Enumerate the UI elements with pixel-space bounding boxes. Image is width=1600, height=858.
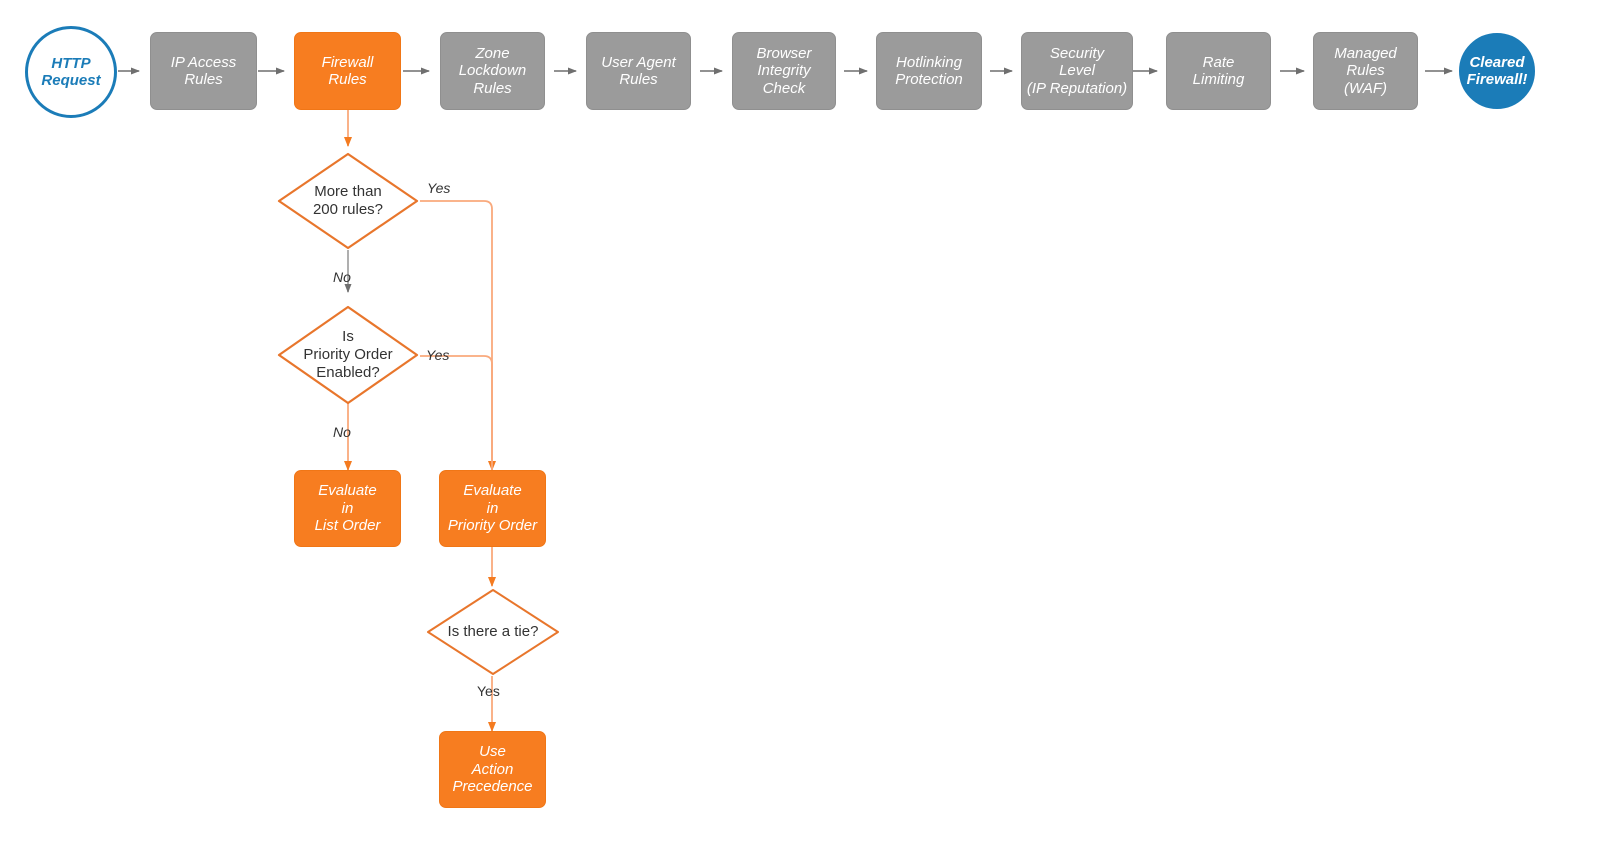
decision-label: Is there a tie? xyxy=(447,623,539,641)
decision-more-than-200-rules[interactable]: More than 200 rules? xyxy=(277,152,419,250)
node-label: Hotlinking Protection xyxy=(895,53,963,88)
node-rate-limiting[interactable]: Rate Limiting xyxy=(1166,32,1271,110)
edge-label-more-than-200-yes: Yes xyxy=(427,180,451,196)
node-hotlinking-protection[interactable]: Hotlinking Protection xyxy=(876,32,982,110)
node-browser-integrity-check[interactable]: Browser Integrity Check xyxy=(732,32,836,110)
node-evaluate-in-list-order[interactable]: Evaluate in List Order xyxy=(294,470,401,547)
edge-label-priority-order-no: No xyxy=(333,424,351,440)
node-user-agent-rules[interactable]: User Agent Rules xyxy=(586,32,691,110)
node-security-level[interactable]: Security Level (IP Reputation) xyxy=(1021,32,1133,110)
node-cleared-firewall[interactable]: Cleared Firewall! xyxy=(1459,33,1535,109)
node-firewall-rules[interactable]: Firewall Rules xyxy=(294,32,401,110)
diamond-shape xyxy=(277,152,419,250)
edge-label-more-than-200-no: No xyxy=(333,269,351,285)
decision-label: More than 200 rules? xyxy=(312,183,384,218)
node-evaluate-in-priority-order[interactable]: Evaluate in Priority Order xyxy=(439,470,546,547)
node-ip-access-rules[interactable]: IP Access Rules xyxy=(150,32,257,110)
node-label: IP Access Rules xyxy=(170,53,237,88)
node-zone-lockdown-rules[interactable]: Zone Lockdown Rules xyxy=(440,32,545,110)
node-label: Evaluate in List Order xyxy=(314,482,381,535)
decision-is-there-a-tie[interactable]: Is there a tie? xyxy=(426,588,560,676)
node-label: Firewall Rules xyxy=(321,53,374,88)
decision-is-priority-order-enabled[interactable]: Is Priority Order Enabled? xyxy=(277,305,419,405)
diamond-shape xyxy=(277,305,419,405)
node-label: Use Action Precedence xyxy=(452,743,533,796)
node-label: Cleared Firewall! xyxy=(1466,53,1528,88)
node-label: HTTP Request xyxy=(41,54,101,89)
node-managed-rules-waf[interactable]: Managed Rules (WAF) xyxy=(1313,32,1418,110)
decision-label: Is Priority Order Enabled? xyxy=(303,328,393,381)
node-label: Zone Lockdown Rules xyxy=(458,44,527,97)
node-use-action-precedence[interactable]: Use Action Precedence xyxy=(439,731,546,808)
node-label: Security Level (IP Reputation) xyxy=(1026,44,1128,97)
node-label: Evaluate in Priority Order xyxy=(447,482,538,535)
node-label: Rate Limiting xyxy=(1192,53,1245,88)
node-http-request[interactable]: HTTP Request xyxy=(25,26,117,118)
node-label: Managed Rules (WAF) xyxy=(1334,44,1397,97)
node-label: User Agent Rules xyxy=(601,53,676,88)
edge-label-tie-yes: Yes xyxy=(477,683,500,699)
node-label: Browser Integrity Check xyxy=(756,44,812,97)
edge-label-priority-order-yes: Yes xyxy=(426,347,450,363)
diamond-shape xyxy=(427,589,559,675)
